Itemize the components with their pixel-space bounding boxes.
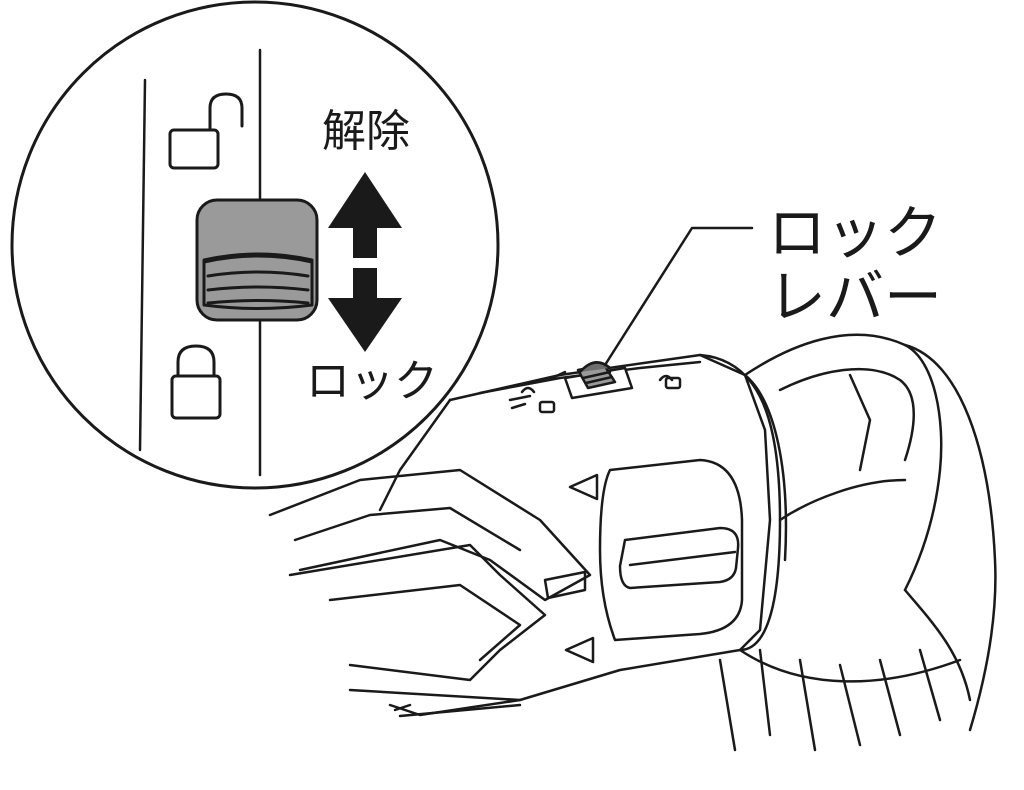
lock-label: ロック [306, 356, 438, 407]
leader-line [603, 226, 754, 367]
arrow-down-icon [328, 268, 402, 352]
tool-lock-lever [576, 361, 617, 390]
tool-body [268, 333, 997, 752]
lock-lever-label-line2: レバー [768, 263, 943, 331]
arrow-up-icon [328, 172, 402, 258]
lock-lever-label-line1: ロック [768, 199, 943, 267]
slider-knob [195, 198, 319, 322]
unlock-label: 解除 [322, 106, 410, 157]
unlocked-padlock-icon [168, 92, 244, 170]
locked-padlock-icon [170, 344, 222, 420]
